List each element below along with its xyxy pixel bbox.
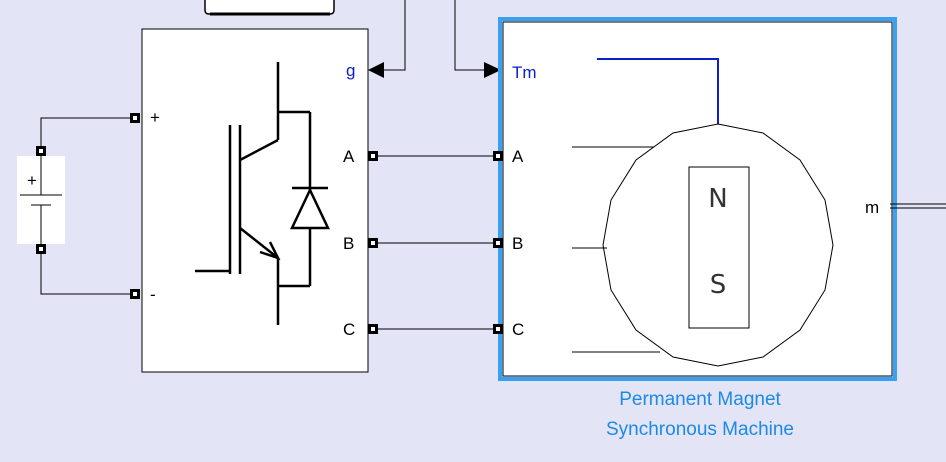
pole-n-label: N xyxy=(708,184,727,214)
wire-dc-minus[interactable] xyxy=(40,254,130,295)
converter-block[interactable]: + - g A B C xyxy=(141,28,369,373)
arrow-left-icon xyxy=(368,62,384,78)
tm-signal-route xyxy=(597,58,719,124)
dc-voltage-source[interactable]: + xyxy=(17,146,65,254)
pole-s-label: S xyxy=(710,270,727,300)
dc-plus-label: + xyxy=(27,171,37,190)
converter-left-ports[interactable] xyxy=(130,113,140,299)
wire-dc-plus[interactable] xyxy=(40,117,130,146)
pmsm-port-c: C xyxy=(512,320,524,339)
igbt-diode-icon xyxy=(195,62,330,325)
pmsm-port-a: A xyxy=(512,147,524,166)
pmsm-port-tm: Tm xyxy=(512,63,537,82)
measurement-bus-line[interactable] xyxy=(890,203,946,209)
converter-port-plus: + xyxy=(150,108,160,127)
pmsm-caption: Permanent Magnet Synchronous Machine xyxy=(520,385,880,445)
magnet-rotor-icon xyxy=(688,166,750,329)
pmsm-caption-line1: Permanent Magnet xyxy=(619,389,781,410)
converter-port-c: C xyxy=(343,320,355,339)
converter-port-minus: - xyxy=(150,285,156,304)
pmsm-caption-line2: Synchronous Machine xyxy=(606,419,794,440)
pmsm-block[interactable]: N S Tm A B C m xyxy=(498,17,897,381)
converter-port-a: A xyxy=(343,147,355,166)
machine-stator-icon xyxy=(602,123,834,367)
pmsm-port-m: m xyxy=(865,198,879,217)
torque-signal-line[interactable] xyxy=(454,0,501,78)
top-block-partial[interactable] xyxy=(204,0,335,16)
pmsm-left-ports[interactable] xyxy=(493,151,503,334)
converter-port-b: B xyxy=(343,234,354,253)
gate-signal-line[interactable] xyxy=(368,0,406,78)
pmsm-port-b: B xyxy=(512,234,523,253)
arrow-right-icon xyxy=(484,62,501,78)
converter-port-g: g xyxy=(346,61,355,80)
converter-right-ports[interactable] xyxy=(368,151,378,334)
